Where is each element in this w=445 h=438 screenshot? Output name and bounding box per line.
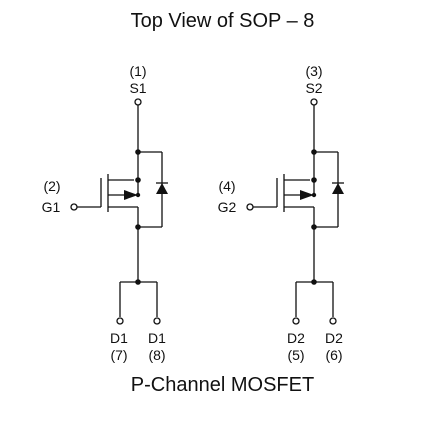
body-arrow	[300, 190, 314, 200]
gate-pin-number: (4)	[218, 178, 235, 194]
mosfet-2: (3) S2 (4) G2 D2 (5) D2 (6)	[218, 63, 344, 363]
source-pin-number: (3)	[305, 63, 322, 79]
gate-label: G1	[42, 199, 61, 215]
drain-2-label: D1	[148, 330, 166, 346]
drain-2-pin-number: (6)	[325, 347, 342, 363]
gate-terminal	[70, 203, 78, 211]
drain-1-label: D1	[110, 330, 128, 346]
drain-terminal-2	[329, 317, 337, 325]
page-title: Top View of SOP – 8	[130, 10, 315, 32]
drain-1-label: D2	[287, 330, 305, 346]
node-dot	[135, 192, 141, 198]
source-label: S2	[305, 80, 322, 96]
drain-1-pin-number: (5)	[287, 347, 304, 363]
gate-pin-number: (2)	[43, 178, 60, 194]
body-arrow	[124, 190, 138, 200]
drain-1-pin-number: (7)	[110, 347, 127, 363]
source-terminal	[310, 98, 318, 106]
body-diode	[332, 183, 344, 194]
body-diode	[156, 183, 168, 194]
drain-2-pin-number: (8)	[148, 347, 165, 363]
node-dot	[135, 224, 141, 230]
gate-terminal	[246, 203, 254, 211]
source-label: S1	[129, 80, 146, 96]
source-pin-number: (1)	[129, 63, 146, 79]
node-dot	[311, 149, 317, 155]
drain-2-label: D2	[325, 330, 343, 346]
node-dot	[311, 192, 317, 198]
drain-terminal-1	[116, 317, 124, 325]
node-dot	[311, 224, 317, 230]
mosfet-1: (1) S1 (2) G1	[42, 63, 168, 363]
drain-terminal-1	[292, 317, 300, 325]
node-dot	[135, 149, 141, 155]
drain-terminal-2	[153, 317, 161, 325]
caption: P-Channel MOSFET	[130, 374, 315, 396]
source-terminal	[134, 98, 142, 106]
gate-label: G2	[218, 199, 237, 215]
